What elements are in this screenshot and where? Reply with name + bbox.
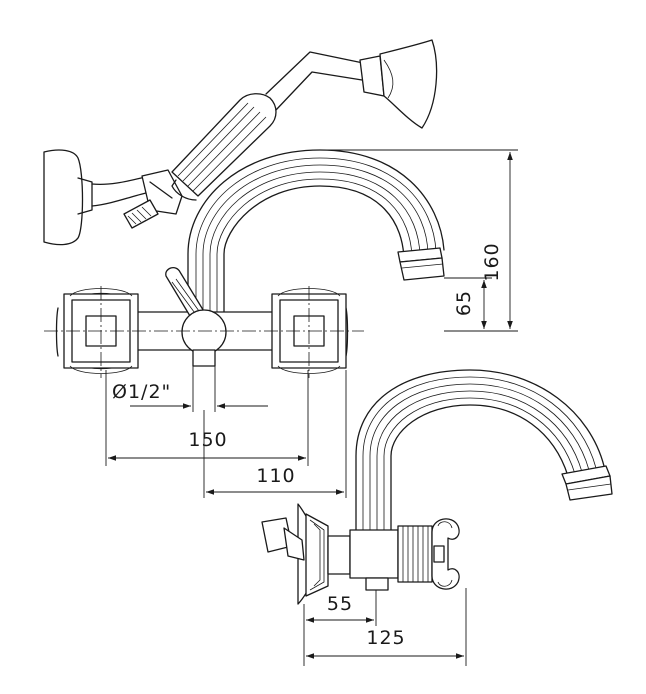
dim-centers: 110 [256,465,295,487]
dim-inlet-size: Ø1/2" [112,381,171,403]
wall-flange [297,503,329,605]
shower-handle [171,93,277,201]
dim-height-outlet: 65 [453,290,475,316]
mixer-body-front [44,266,364,378]
side-dimensions: 55 125 [303,588,467,666]
dim-width-total: 150 [188,429,227,451]
shower-head [359,39,438,129]
scroll-cap [431,518,460,590]
valve-handle-side [397,525,433,583]
front-dimensions: 160 65 Ø1/2" 150 110 [105,149,518,498]
dim-height-total: 160 [481,242,503,281]
mixer-side-view [261,369,613,605]
dim-side-depth-total: 125 [366,627,405,649]
hand-shower [43,39,438,246]
swivel-spout-front [187,149,445,315]
hose-stub [123,199,159,229]
dim-side-depth-inner: 55 [327,593,353,615]
